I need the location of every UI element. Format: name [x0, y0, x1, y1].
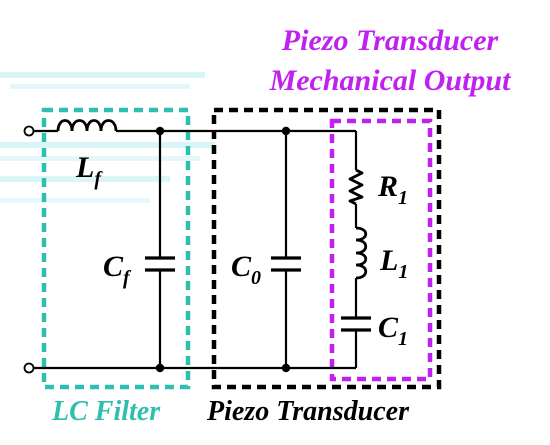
- label-lf: Lf: [75, 151, 103, 190]
- resistor-r1: [348, 168, 364, 206]
- piezo-transducer-label: Piezo Transducer: [206, 396, 410, 427]
- capacitor-c0: [271, 256, 301, 272]
- inductor-lf: [56, 119, 118, 132]
- capacitor-cf: [145, 256, 175, 272]
- label-c1: C1: [378, 311, 408, 350]
- piezo-transducer-box: [211, 107, 442, 390]
- input-terminal-top: [23, 125, 35, 137]
- output-title-line2: Mechanical Output: [269, 64, 513, 97]
- label-c0: C0: [231, 250, 261, 289]
- label-cf: Cf: [103, 250, 132, 289]
- lc-filter-box: [41, 107, 191, 390]
- output-title-line1: Piezo Transducer: [281, 24, 499, 57]
- mechanical-output-box: [329, 118, 433, 382]
- input-terminal-bottom: [23, 362, 35, 374]
- label-r1: R1: [377, 170, 408, 209]
- junction-dots: [155, 126, 291, 373]
- label-l1: L1: [379, 244, 408, 283]
- capacitor-c1: [341, 316, 371, 332]
- inductor-l1: [355, 226, 368, 280]
- background-artifacts: [0, 72, 215, 203]
- lc-filter-label: LC Filter: [51, 396, 161, 427]
